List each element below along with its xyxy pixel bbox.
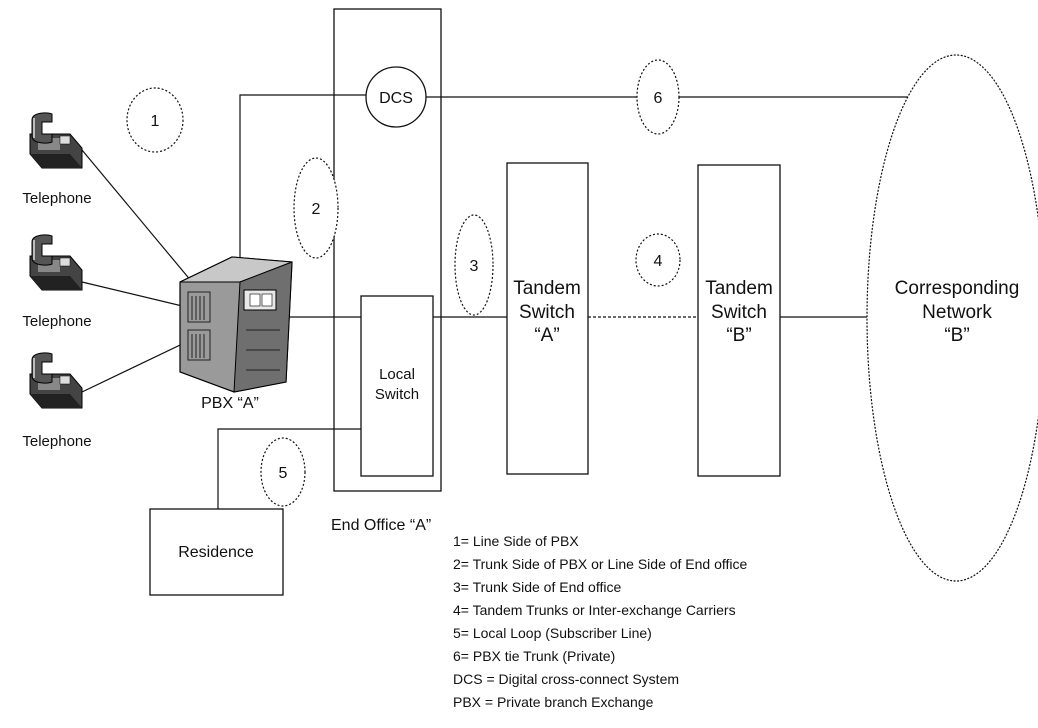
network-label-3: “B” — [944, 325, 969, 346]
network-label-1: Corresponding — [895, 278, 1020, 299]
telephone-label: Telephone — [22, 313, 91, 330]
tandem-a-label-2: Switch — [519, 302, 575, 323]
legend-line: 3= Trunk Side of End office — [453, 579, 621, 595]
end-office-label: End Office “A” — [331, 517, 431, 534]
residence-label: Residence — [178, 544, 254, 561]
legend: 1= Line Side of PBX 2= Trunk Side of PBX… — [453, 533, 748, 710]
dcs-label: DCS — [379, 90, 413, 107]
tandem-b-label-3: “B” — [726, 325, 751, 346]
legend-line: PBX = Private branch Exchange — [453, 694, 654, 710]
telephone-label: Telephone — [22, 190, 91, 207]
legend-line: DCS = Digital cross-connect System — [453, 671, 679, 687]
marker-2-label: 2 — [312, 201, 321, 218]
phone1-to-pbx-line — [82, 150, 192, 282]
legend-line: 5= Local Loop (Subscriber Line) — [453, 625, 652, 641]
tandem-a-label-3: “A” — [534, 325, 559, 346]
legend-line: 2= Trunk Side of PBX or Line Side of End… — [453, 556, 748, 572]
tandem-a-label-1: Tandem — [513, 278, 581, 299]
telephone-icon — [30, 235, 82, 290]
telephone-icon — [30, 353, 82, 408]
network-label-2: Network — [922, 302, 992, 323]
telephone-label: Telephone — [22, 433, 91, 450]
tandem-b-label-1: Tandem — [705, 278, 773, 299]
legend-line: 1= Line Side of PBX — [453, 533, 579, 549]
telephone-icon — [30, 113, 82, 168]
marker-1-label: 1 — [151, 113, 160, 130]
marker-6-label: 6 — [654, 90, 663, 107]
local-switch-label-2: Switch — [375, 386, 419, 403]
pbx-cabinet-icon — [180, 257, 292, 392]
marker-5-label: 5 — [279, 465, 288, 482]
local-switch-label-1: Local — [379, 366, 415, 383]
marker-3-label: 3 — [470, 258, 479, 275]
legend-line: 4= Tandem Trunks or Inter-exchange Carri… — [453, 602, 736, 618]
marker-4-label: 4 — [654, 253, 663, 270]
pbx-label: PBX “A” — [201, 395, 259, 412]
legend-line: 6= PBX tie Trunk (Private) — [453, 648, 615, 664]
tandem-b-label-2: Switch — [711, 302, 767, 323]
